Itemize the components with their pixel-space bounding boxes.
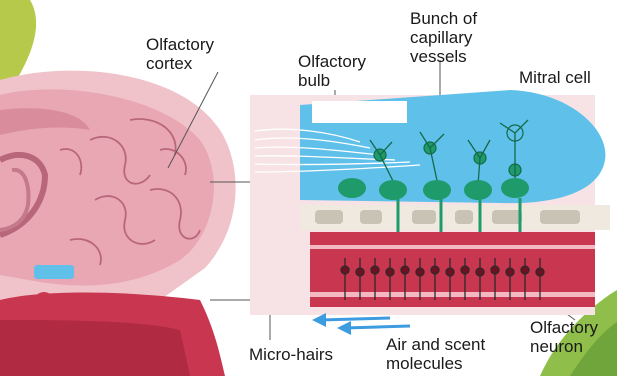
label-air-scent: Air and scent molecules [386,335,485,373]
label-micro-hairs: Micro-hairs [249,345,333,364]
label-olfactory-neuron: Olfactory neuron [530,318,598,356]
label-capillary-vessels: Bunch of capillary vessels [410,9,477,66]
label-olfactory-cortex: Olfactory cortex [146,35,214,73]
label-mitral-cell: Mitral cell [519,68,591,87]
airflow-arrows [320,318,410,328]
label-olfactory-bulb: Olfactory bulb [298,52,366,90]
